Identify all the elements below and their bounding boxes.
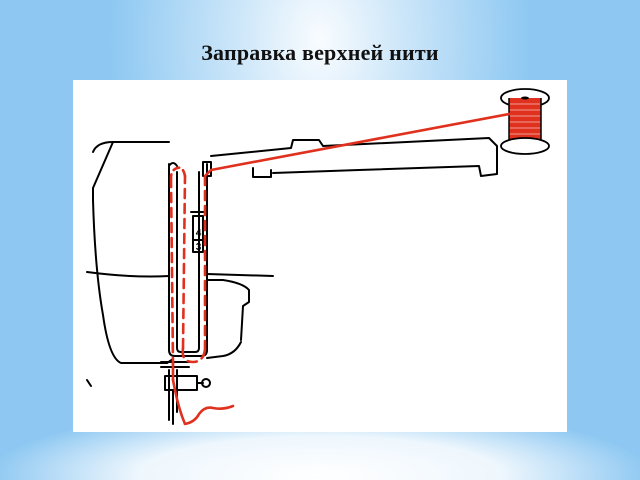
- threading-diagram: 4 3: [86, 88, 550, 426]
- tension-mark-4: 4: [196, 228, 202, 239]
- sewing-machine-outline-icon: [86, 137, 498, 425]
- upper-thread-path: [169, 112, 511, 426]
- thread-spool-icon: [500, 88, 550, 155]
- slide-title: Заправка верхней нити: [201, 40, 439, 65]
- diagram-frame: 4 3: [73, 80, 567, 432]
- tension-mark-3: 3: [196, 242, 202, 253]
